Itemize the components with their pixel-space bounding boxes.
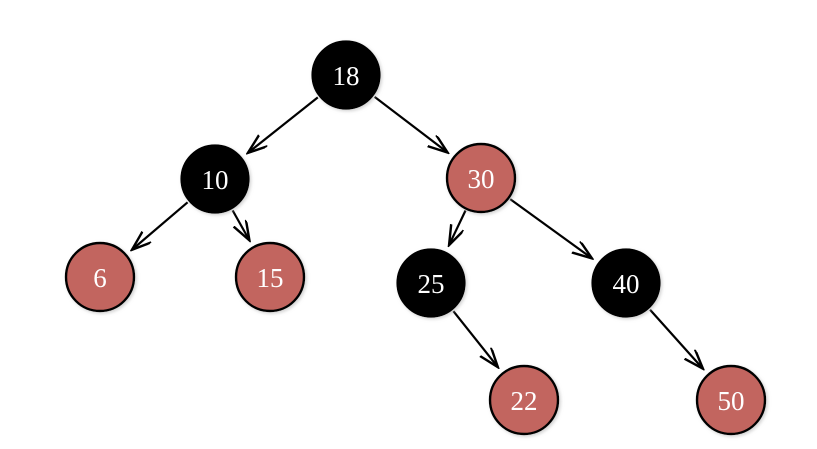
tree-edge [248, 96, 319, 153]
tree-node[interactable]: 30 [445, 142, 517, 214]
node-circle-black[interactable] [180, 144, 250, 214]
node-circle-red[interactable] [445, 142, 517, 214]
tree-edge [373, 95, 448, 153]
node-circle-red[interactable] [64, 241, 136, 313]
tree-node[interactable]: 22 [488, 364, 560, 436]
node-circle-black[interactable] [396, 248, 466, 318]
tree-node[interactable]: 50 [695, 364, 767, 436]
tree-edge [449, 210, 467, 246]
node-circle-red[interactable] [695, 364, 767, 436]
nodes-layer: 18 10 30 6 15 25 40 22 50 [64, 40, 767, 436]
tree-edge [132, 201, 189, 249]
tree-node[interactable]: 6 [64, 241, 136, 313]
tree-edge [231, 209, 250, 240]
tree-node[interactable]: 25 [396, 248, 466, 318]
node-circle-black[interactable] [591, 248, 661, 318]
edges-layer [132, 95, 703, 369]
tree-edge [649, 309, 703, 369]
tree-node[interactable]: 18 [311, 40, 381, 110]
tree-edge [509, 198, 592, 258]
node-circle-black[interactable] [311, 40, 381, 110]
tree-edge [452, 310, 497, 367]
node-circle-red[interactable] [488, 364, 560, 436]
node-circle-red[interactable] [234, 241, 306, 313]
tree-node[interactable]: 10 [180, 144, 250, 214]
tree-node[interactable]: 15 [234, 241, 306, 313]
tree-node[interactable]: 40 [591, 248, 661, 318]
